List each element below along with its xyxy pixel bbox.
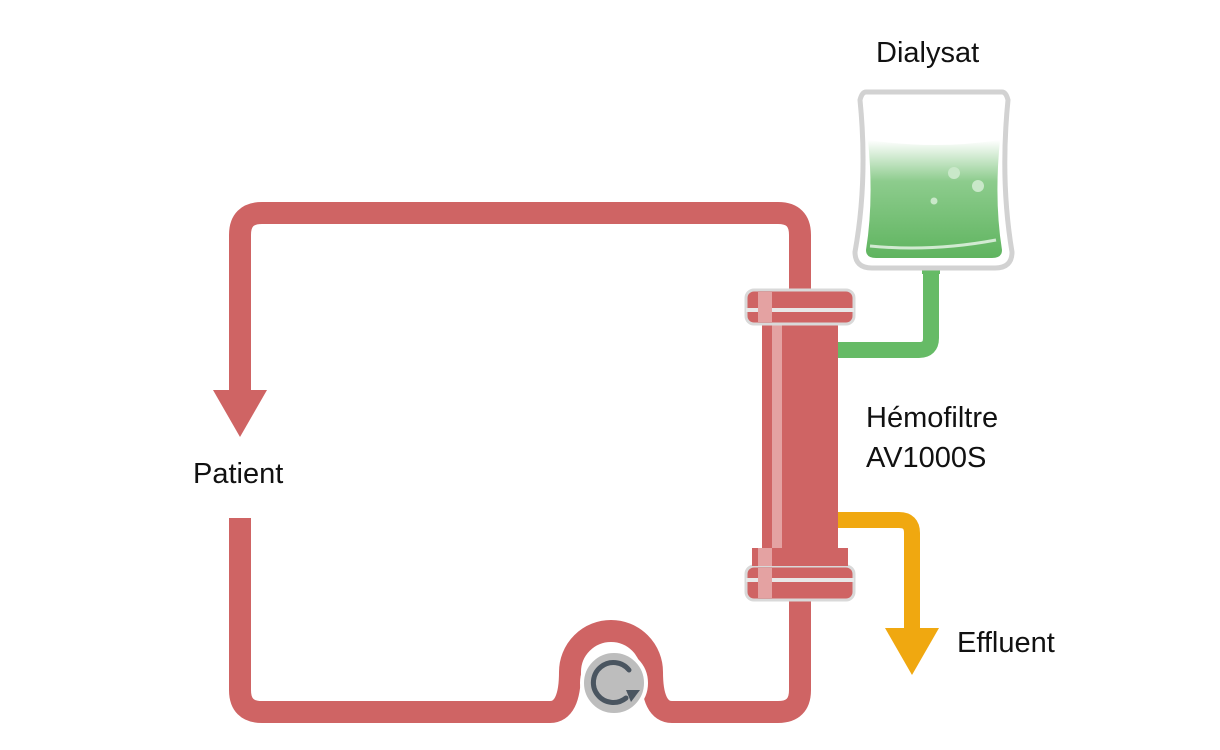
hemofilter-model-label: AV1000S — [866, 442, 987, 474]
flow-arrow-to-patient — [213, 390, 267, 437]
effluent-tube — [836, 512, 920, 630]
dialysate-bag-icon — [852, 89, 1015, 274]
flow-arrow-effluent — [885, 628, 939, 675]
patient-label: Patient — [193, 458, 284, 490]
effluent-label: Effluent — [957, 627, 1055, 659]
dialysate-tube — [836, 268, 939, 358]
roller-pump-icon — [580, 649, 648, 717]
hemofilter-label: Hémofiltre — [866, 402, 999, 434]
hemofilter-icon — [744, 288, 856, 602]
dialysate-label: Dialysat — [876, 37, 980, 69]
blood-tube — [229, 202, 811, 723]
